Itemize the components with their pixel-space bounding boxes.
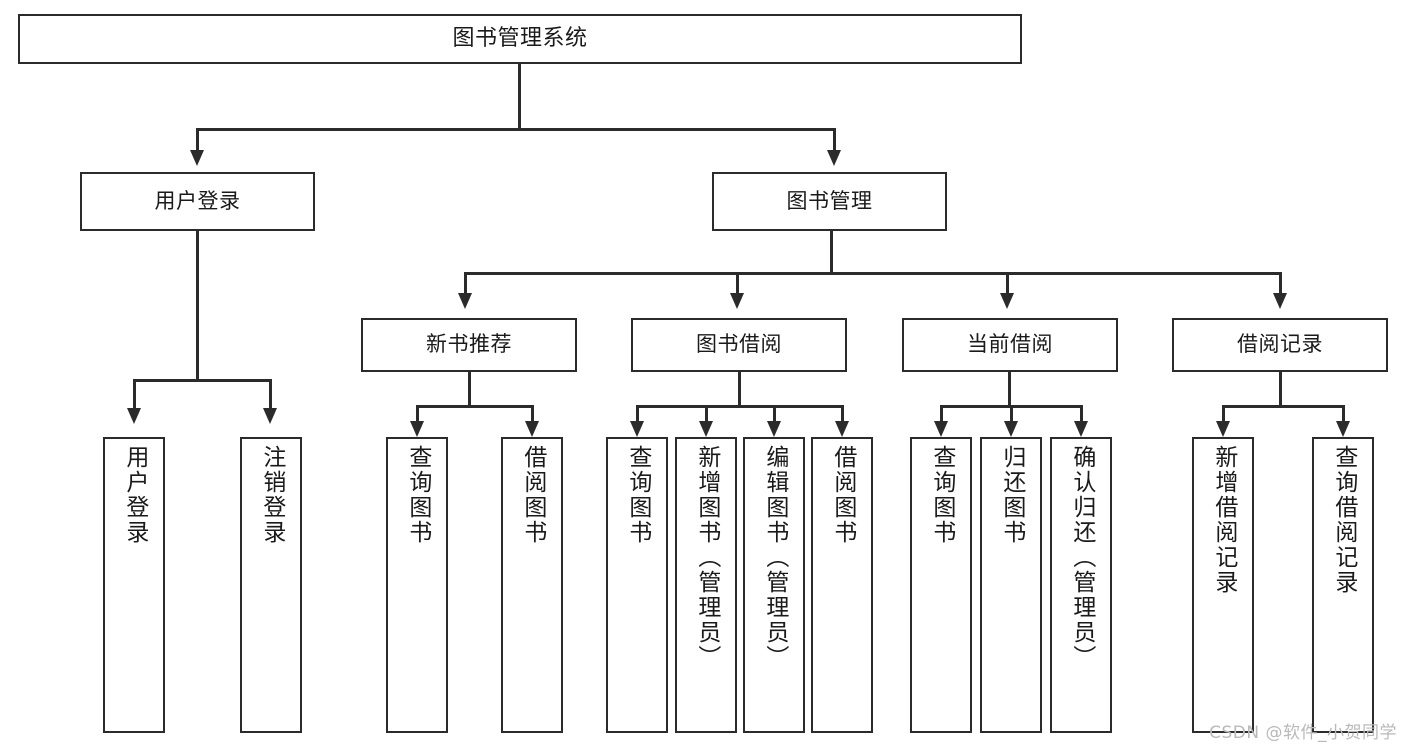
connector-bb-drop-1 [705, 405, 708, 423]
arrow-to-leaf-query-record [1336, 421, 1350, 437]
connector-borrow-record-bus [1222, 405, 1342, 408]
arrow-to-leaf-borrow-book-2 [835, 421, 849, 437]
node-leaf-query-book-3[interactable]: 查询图书 [910, 437, 972, 733]
node-leaf-edit-book-label: 编辑图书（管理员） [761, 445, 788, 670]
connector-book-manage-stem [830, 231, 833, 274]
connector-level1-bus [196, 128, 836, 131]
connector-root-stem [518, 64, 521, 129]
node-book-borrow[interactable]: 图书借阅 [631, 318, 847, 372]
arrow-to-user-login [190, 150, 204, 166]
arrow-to-leaf-user-login [127, 408, 141, 424]
node-leaf-add-book-label: 新增图书（管理员） [693, 445, 720, 670]
connector-user-login-bus [133, 379, 271, 382]
connector-bb-drop-2 [773, 405, 776, 423]
node-leaf-return-book-label: 归还图书 [998, 445, 1025, 545]
arrow-to-current-borrow [1000, 293, 1014, 309]
node-root[interactable]: 图书管理系统 [18, 14, 1022, 64]
connector-nbr-drop-1 [531, 405, 534, 423]
node-leaf-query-book-2-label: 查询图书 [624, 445, 651, 545]
connector-level2-drop-1 [736, 272, 739, 294]
node-book-borrow-label: 图书借阅 [696, 332, 782, 357]
arrow-to-leaf-add-record [1216, 421, 1230, 437]
node-leaf-edit-book[interactable]: 编辑图书（管理员） [743, 437, 805, 733]
watermark: CSDN @软件_小贺同学 [1209, 723, 1397, 743]
node-book-manage[interactable]: 图书管理 [712, 172, 947, 231]
node-leaf-return-book[interactable]: 归还图书 [980, 437, 1042, 733]
connector-level1-drop-0 [196, 128, 199, 151]
node-user-login-label: 用户登录 [154, 188, 241, 213]
connector-br-drop-0 [1222, 405, 1225, 423]
node-current-borrow-label: 当前借阅 [967, 332, 1053, 357]
node-leaf-confirm-return[interactable]: 确认归还（管理员） [1050, 437, 1112, 733]
connector-cb-drop-2 [1080, 405, 1083, 423]
arrow-to-leaf-query-book-3 [934, 421, 948, 437]
node-leaf-logout-label: 注销登录 [258, 445, 285, 545]
node-borrow-record[interactable]: 借阅记录 [1172, 318, 1388, 372]
node-new-book-recommend[interactable]: 新书推荐 [361, 318, 577, 372]
arrow-to-new-book-recommend [458, 293, 472, 309]
connector-user-login-stem [196, 231, 199, 381]
node-leaf-add-record[interactable]: 新增借阅记录 [1192, 437, 1254, 733]
node-leaf-borrow-book-1-label: 借阅图书 [519, 445, 546, 545]
connector-cb-drop-0 [940, 405, 943, 423]
node-leaf-add-book[interactable]: 新增图书（管理员） [675, 437, 737, 733]
node-borrow-record-label: 借阅记录 [1237, 332, 1323, 357]
node-current-borrow[interactable]: 当前借阅 [902, 318, 1118, 372]
arrow-to-leaf-logout [263, 408, 277, 424]
connector-level2-drop-0 [464, 272, 467, 294]
node-leaf-borrow-book-2-label: 借阅图书 [829, 445, 856, 545]
arrow-to-leaf-query-book-1 [410, 421, 424, 437]
arrow-to-leaf-edit-book [767, 421, 781, 437]
connector-level2-bus [464, 272, 1282, 275]
connector-book-borrow-bus [636, 405, 843, 408]
node-leaf-query-book-3-label: 查询图书 [928, 445, 955, 545]
connector-book-borrow-stem [738, 372, 741, 407]
connector-br-drop-1 [1342, 405, 1345, 423]
connector-new-book-recommend-stem [468, 372, 471, 407]
arrow-to-borrow-record [1273, 293, 1287, 309]
arrow-to-book-manage [827, 150, 841, 166]
node-leaf-query-book-2[interactable]: 查询图书 [606, 437, 668, 733]
node-new-book-recommend-label: 新书推荐 [426, 332, 512, 357]
arrow-to-book-borrow [730, 293, 744, 309]
node-leaf-add-record-label: 新增借阅记录 [1210, 445, 1237, 595]
connector-bb-drop-3 [841, 405, 844, 423]
node-leaf-query-record[interactable]: 查询借阅记录 [1312, 437, 1374, 733]
connector-user-login-drop-1 [269, 379, 272, 409]
arrow-to-leaf-return-book [1004, 421, 1018, 437]
connector-bb-drop-0 [636, 405, 639, 423]
arrow-to-leaf-confirm-return [1074, 421, 1088, 437]
node-leaf-borrow-book-1[interactable]: 借阅图书 [501, 437, 563, 733]
node-leaf-query-book-1-label: 查询图书 [404, 445, 431, 545]
node-leaf-user-login-label: 用户登录 [121, 445, 148, 545]
node-root-label: 图书管理系统 [452, 25, 588, 51]
node-leaf-query-record-label: 查询借阅记录 [1330, 445, 1357, 595]
connector-user-login-drop-0 [133, 379, 136, 409]
node-book-manage-label: 图书管理 [786, 188, 873, 213]
connector-current-borrow-stem [1008, 372, 1011, 407]
connector-level2-drop-2 [1006, 272, 1009, 294]
connector-new-book-recommend-bus [416, 405, 531, 408]
arrow-to-leaf-borrow-book-1 [525, 421, 539, 437]
node-user-login[interactable]: 用户登录 [80, 172, 315, 231]
arrow-to-leaf-add-book [699, 421, 713, 437]
connector-borrow-record-stem [1279, 372, 1282, 407]
node-leaf-user-login[interactable]: 用户登录 [103, 437, 165, 733]
connector-level1-drop-1 [833, 128, 836, 151]
node-leaf-confirm-return-label: 确认归还（管理员） [1068, 445, 1095, 670]
node-leaf-logout[interactable]: 注销登录 [240, 437, 302, 733]
connector-nbr-drop-0 [416, 405, 419, 423]
arrow-to-leaf-query-book-2 [630, 421, 644, 437]
node-leaf-borrow-book-2[interactable]: 借阅图书 [811, 437, 873, 733]
connector-level2-drop-3 [1279, 272, 1282, 294]
node-leaf-query-book-1[interactable]: 查询图书 [386, 437, 448, 733]
connector-cb-drop-1 [1010, 405, 1013, 423]
